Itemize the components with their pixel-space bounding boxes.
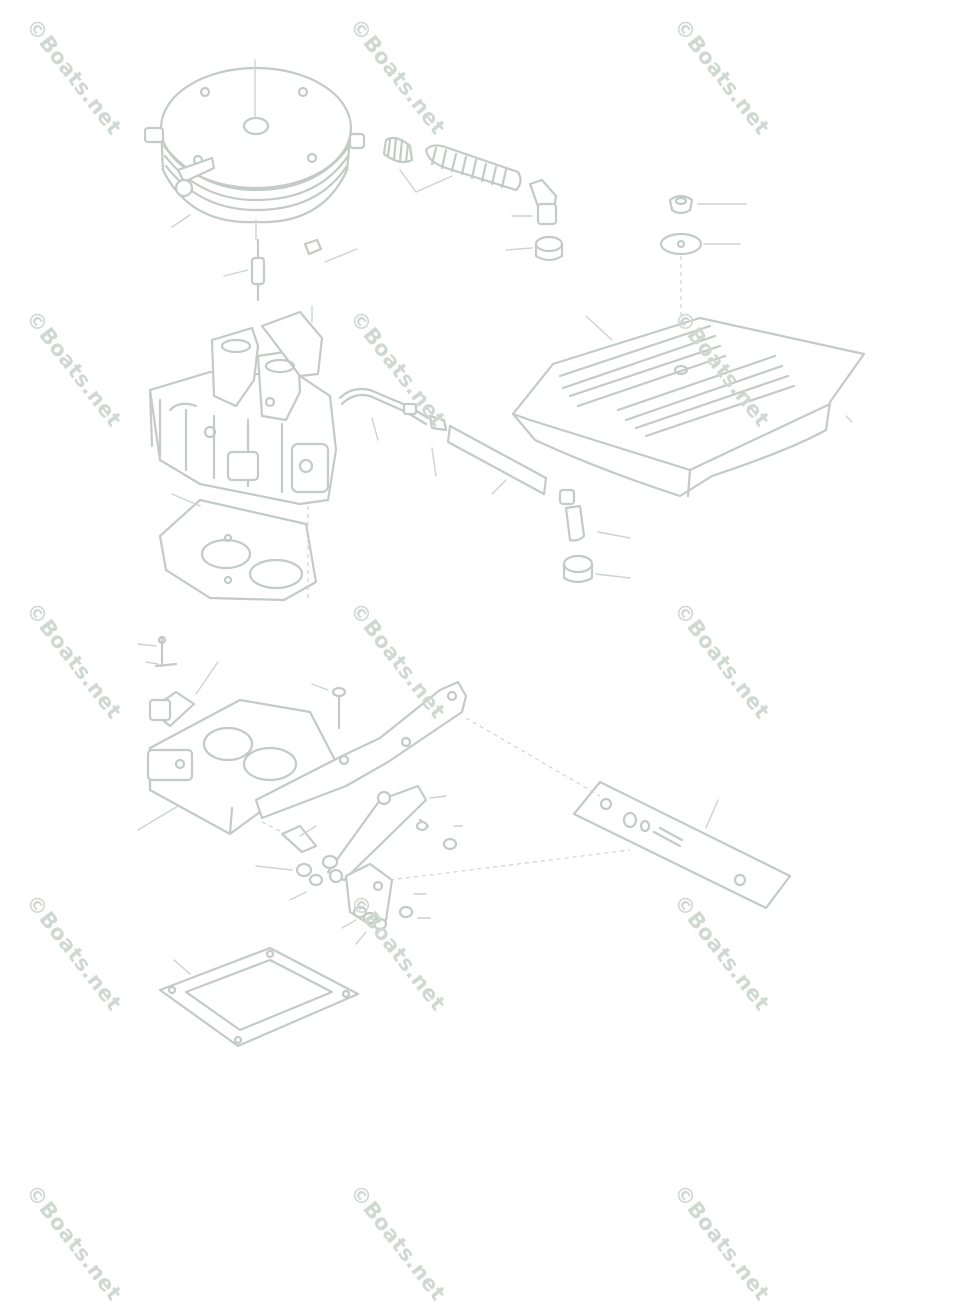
flame-arrestor-cover	[511, 315, 866, 498]
throttle-lever	[280, 824, 318, 854]
sensor-connector	[148, 661, 219, 728]
air-cleaner	[143, 59, 366, 228]
throttle-lever-assembly	[572, 780, 792, 910]
vent-elbow	[558, 488, 631, 542]
parts-diagram	[137, 59, 866, 1048]
throttle-body	[148, 305, 338, 506]
cover-washer	[659, 232, 741, 360]
stud	[311, 683, 347, 730]
air-cleaner-stud	[223, 219, 266, 302]
breather-elbow	[511, 178, 558, 226]
wing-nut	[303, 238, 358, 263]
throttle-body-gasket	[158, 493, 318, 602]
sensor	[137, 635, 178, 668]
linkage-leader-lines	[261, 717, 631, 881]
adapter-plate	[137, 698, 338, 836]
vent-grommet	[562, 554, 631, 584]
base-gasket	[158, 946, 360, 1048]
cover-nut	[668, 194, 747, 215]
linkage-hardware	[255, 854, 431, 945]
breather-hose	[382, 136, 522, 193]
vent-tube	[338, 387, 430, 441]
hose-grommet	[505, 235, 564, 262]
throttle-linkage	[326, 784, 463, 884]
mounting-bracket	[254, 680, 468, 820]
vent-hose	[428, 414, 548, 496]
